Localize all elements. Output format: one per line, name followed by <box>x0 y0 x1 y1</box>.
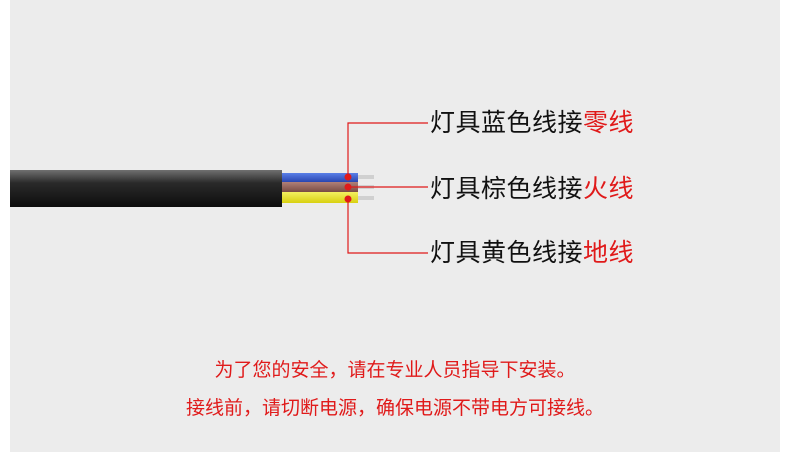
label-blue-neutral: 灯具蓝色线接零线 <box>430 108 634 138</box>
marker-dot-yellow <box>344 195 352 203</box>
label-yellow-ground: 灯具黄色线接地线 <box>430 238 634 268</box>
marker-dot-brown <box>344 183 352 191</box>
label-brown-text: 灯具棕色线接 <box>430 174 584 203</box>
leader-line-blue <box>347 122 428 177</box>
safety-notice-line1: 为了您的安全，请在专业人员指导下安装。 <box>214 359 576 381</box>
label-blue-text: 灯具蓝色线接 <box>430 108 584 137</box>
label-yellow-highlight: 地线 <box>583 238 635 267</box>
label-brown-highlight: 火线 <box>583 174 635 203</box>
blue-wire <box>282 173 358 182</box>
yellow-conductor <box>358 196 374 200</box>
label-brown-live: 灯具棕色线接火线 <box>430 174 634 204</box>
label-blue-highlight: 零线 <box>583 108 635 137</box>
brown-wire <box>282 182 358 192</box>
blue-conductor <box>358 175 374 179</box>
yellow-wire <box>282 192 358 203</box>
label-yellow-text: 灯具黄色线接 <box>430 238 584 267</box>
cable-sheath <box>10 170 282 207</box>
marker-dot-blue <box>344 173 352 181</box>
safety-notice-line2: 接线前，请切断电源，确保电源不带电方可接线。 <box>185 397 604 419</box>
leader-line-yellow <box>347 199 428 254</box>
background-panel <box>10 0 780 452</box>
